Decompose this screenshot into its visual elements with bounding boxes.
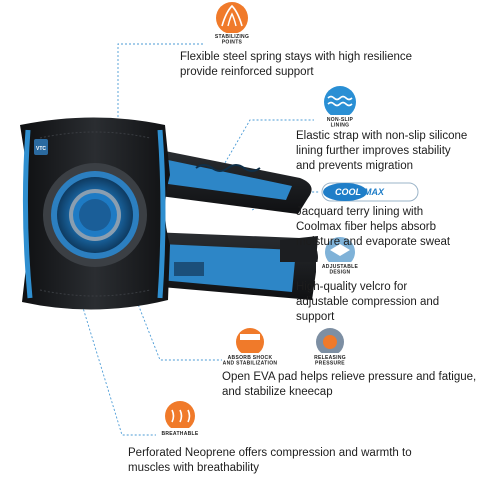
feature-line: support <box>296 311 335 323</box>
feature-line: and prevents migration <box>296 160 413 172</box>
non-slip-lining-icon <box>314 86 366 127</box>
brand-logo-text: VTC <box>36 146 46 152</box>
adjustable-design-icon <box>316 237 366 274</box>
feature-line: Jacquard terry lining with <box>296 206 424 218</box>
feature-line: Perforated Neoprene offers compression a… <box>128 447 412 459</box>
coolmax-logo-icon <box>321 182 419 202</box>
feature-adjustable-velcro: High-quality velcro for adjustable compr… <box>296 280 439 325</box>
feature-line: Flexible steel spring stays with high re… <box>180 51 413 63</box>
badge-label-nonslip-2: LINING <box>331 123 350 129</box>
lower-strap <box>150 232 318 300</box>
upper-strap <box>160 150 312 214</box>
feature-line: provide reinforced support <box>180 66 314 78</box>
leader-line-eva <box>111 237 222 361</box>
feature-line: muscles with breathability <box>128 462 260 474</box>
coolmax-logo-max: MAX <box>364 187 385 197</box>
badge-label-absorb-1: ABSORB SHOCK <box>228 355 273 361</box>
feature-line: moisture and evaporate sweat <box>296 236 451 248</box>
feature-non-slip-lining: Elastic strap with non-slip silicone lin… <box>296 129 467 174</box>
releasing-pressure-icon <box>306 328 354 365</box>
badge-label-releasing-2: PRESSURE <box>315 361 345 367</box>
feature-eva-pad: Open EVA pad helps relieve pressure and … <box>222 370 476 400</box>
feature-line: lining further improves stability <box>296 145 451 157</box>
leader-line-nonslip <box>214 119 320 181</box>
stabilizing-points-icon <box>208 2 256 43</box>
badge-label-adjustable-2: DESIGN <box>330 270 351 276</box>
feature-breathable-neoprene: Perforated Neoprene offers compression a… <box>128 446 412 476</box>
badge-label-nonslip-1: NON-SLIP <box>327 117 354 123</box>
feature-line: adjustable compression and <box>296 296 440 308</box>
feature-stabilizing-points: Flexible steel spring stays with high re… <box>180 50 412 80</box>
breathable-icon <box>156 401 204 438</box>
brace-body <box>20 117 170 310</box>
badge-label-stabilizing-1: STABILIZING <box>215 34 249 40</box>
feature-line: Coolmax fiber helps absorb <box>296 221 436 233</box>
badge-label-breathable: BREATHABLE <box>161 431 198 437</box>
badge-label-absorb-2: AND STABILIZATION <box>223 361 278 367</box>
feature-coolmax: Jacquard terry lining with Coolmax fiber… <box>296 205 450 250</box>
coolmax-logo-cool: COOL <box>335 187 361 197</box>
badge-label-releasing-1: RELEASING <box>314 355 346 361</box>
brand-logo-tag <box>34 139 48 155</box>
feature-line: Elastic strap with non-slip silicone <box>296 130 468 142</box>
feature-line: and stabilize kneecap <box>222 386 333 398</box>
leader-line-stabilizing <box>117 43 205 125</box>
badge-label-adjustable-1: ADJUSTABLE <box>322 264 359 270</box>
feature-line: High-quality velcro for <box>296 281 408 293</box>
leader-line-neoprene <box>79 297 160 436</box>
badge-label-stabilizing-2: POINTS <box>222 40 243 46</box>
absorb-shock-icon <box>222 328 278 365</box>
feature-line: Open EVA pad helps relieve pressure and … <box>222 371 477 383</box>
